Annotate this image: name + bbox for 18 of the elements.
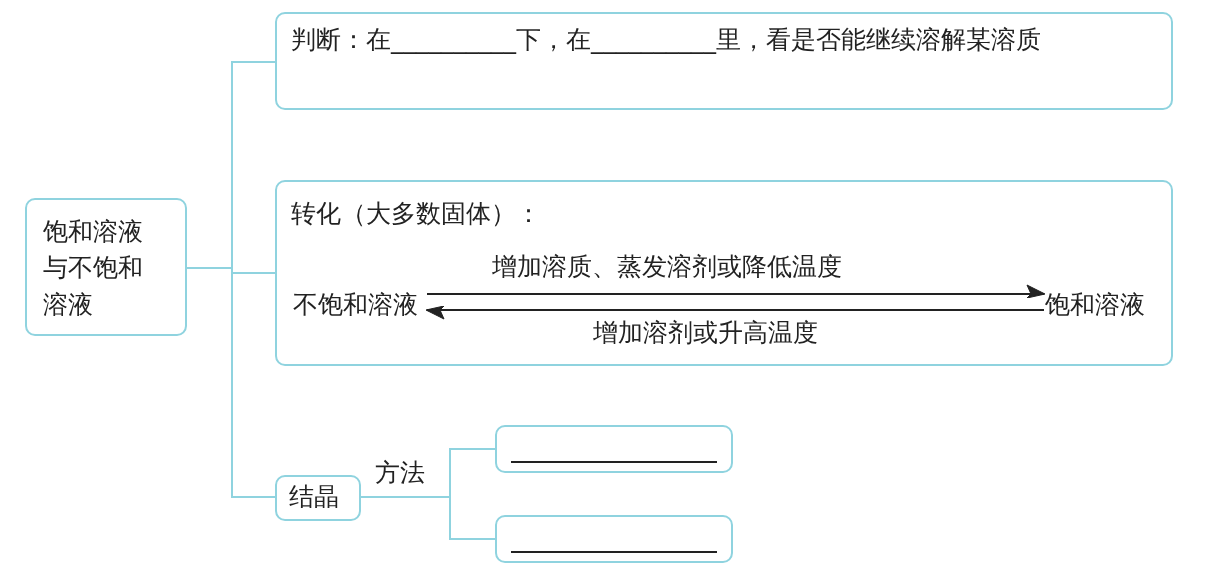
edge-label: 增加溶质、蒸发溶剂或降低温度 <box>492 252 842 282</box>
box-text: 饱和溶液与不饱和溶液 <box>43 216 144 321</box>
box-text: 结晶 <box>289 481 340 513</box>
equilibrium-arrow <box>425 305 1045 320</box>
solution-label: 饱和溶液 <box>1045 289 1146 321</box>
box-text: 转化（大多数固体）： <box>291 198 542 230</box>
edge-label: 增加溶剂或升高温度 <box>593 318 818 348</box>
box-text: 判断：在__________下，在__________里，看是否能继续溶解某溶质 <box>291 24 1042 56</box>
connector-line <box>186 267 276 498</box>
equilibrium-arrow <box>426 284 1046 299</box>
answer-box <box>495 515 733 563</box>
solution-label: 不饱和溶液 <box>293 289 419 321</box>
topic-box <box>25 198 187 336</box>
connector-line <box>360 496 496 540</box>
topic-box <box>275 475 361 521</box>
answer-box <box>495 425 733 473</box>
topic-box <box>275 180 1173 366</box>
topic-box <box>275 12 1173 110</box>
